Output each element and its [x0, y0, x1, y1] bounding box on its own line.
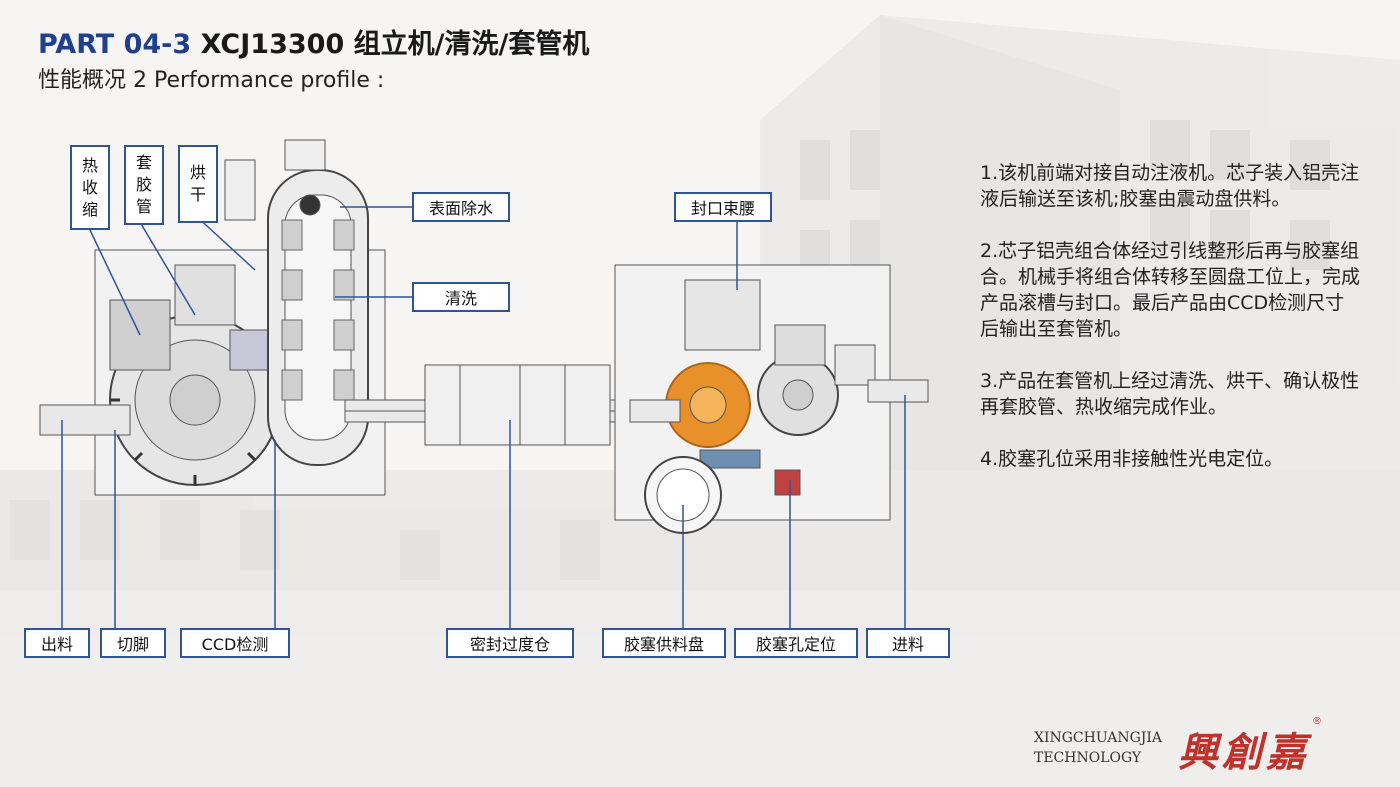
- description-item-2: 2.芯子铝壳组合体经过引线整形后再与胶塞组合。机械手将组合体转移至圆盘工位上，完…: [980, 240, 1361, 340]
- label-sleeve-char-3: 管: [135, 197, 152, 216]
- title-part: PART 04-3: [38, 29, 192, 60]
- label-input: 进料: [866, 628, 950, 658]
- label-ccd: CCD检测: [180, 628, 290, 658]
- registered-mark: ®: [1312, 716, 1322, 727]
- label-surface-water: 表面除水: [412, 192, 510, 222]
- label-dry-char-2: 干: [189, 185, 206, 204]
- label-clean: 清洗: [412, 282, 510, 312]
- label-output: 出料: [24, 628, 90, 658]
- label-heat-shrink: 热 收 缩: [70, 145, 110, 230]
- label-rubber-hole: 胶塞孔定位: [734, 628, 858, 658]
- label-sleeve-char-1: 套: [135, 153, 152, 172]
- label-heat-shrink-char-2: 收: [81, 177, 98, 197]
- label-rubber-feed: 胶塞供料盘: [602, 628, 726, 658]
- label-seal-waist: 封口束腰: [674, 192, 772, 222]
- brand-english-line-1: XINGCHUANGJIA: [1034, 730, 1163, 746]
- label-dry-char-1: 烘: [189, 163, 206, 182]
- page-title: PART 04-3 XCJ13300 组立机/清洗/套管机: [38, 22, 589, 61]
- title-text: XCJ13300 组立机/清洗/套管机: [200, 29, 590, 60]
- brand-english-line-2: TECHNOLOGY: [1034, 750, 1142, 766]
- description-item-1: 1.该机前端对接自动注液机。芯子装入铝壳注液后输送至该机;胶塞由震动盘供料。: [980, 162, 1360, 210]
- brand-english: XINGCHUANGJIA TECHNOLOGY: [1034, 728, 1162, 768]
- label-dry: 烘 干: [178, 145, 218, 223]
- description-item-3: 3.产品在套管机上经过清洗、烘干、确认极性再套胶管、热收缩完成作业。: [980, 370, 1360, 418]
- label-heat-shrink-char-3: 缩: [81, 199, 98, 219]
- label-sleeve-char-2: 胶: [135, 175, 152, 194]
- label-sleeve: 套 胶 管: [124, 145, 164, 225]
- page-subtitle: 性能概况 2 Performance profile :: [38, 68, 385, 93]
- description-panel: 1.该机前端对接自动注液机。芯子装入铝壳注液后输送至该机;胶塞由震动盘供料。 2…: [980, 160, 1360, 498]
- brand-logo: 興創嘉: [1178, 729, 1310, 776]
- label-seal-chamber: 密封过度仓: [446, 628, 574, 658]
- label-heat-shrink-char-1: 热: [81, 155, 98, 175]
- label-cut-feet: 切脚: [100, 628, 166, 658]
- description-item-4: 4.胶塞孔位采用非接触性光电定位。: [980, 448, 1284, 470]
